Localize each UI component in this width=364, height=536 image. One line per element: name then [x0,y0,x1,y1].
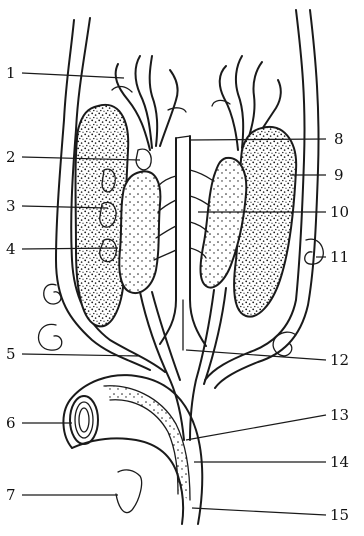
central-vessel [160,136,206,350]
label-10: 10 [330,203,349,221]
label-12: 12 [330,351,349,369]
label-14: 14 [330,453,349,471]
label-1: 1 [6,64,16,82]
label-8: 8 [334,130,344,148]
label-7: 7 [6,486,16,504]
label-5: 5 [6,345,16,363]
left-kidney-stipple [119,171,160,293]
label-3: 3 [6,197,16,215]
label-6: 6 [6,414,16,432]
label-13: 13 [330,406,349,424]
label-2: 2 [6,148,16,166]
label-15: 15 [330,506,349,524]
label-4: 4 [6,240,16,258]
left-large-gonad-stipple [76,105,129,327]
label-11: 11 [330,248,349,266]
cloaca-opening [70,396,98,444]
label-9: 9 [334,166,344,184]
